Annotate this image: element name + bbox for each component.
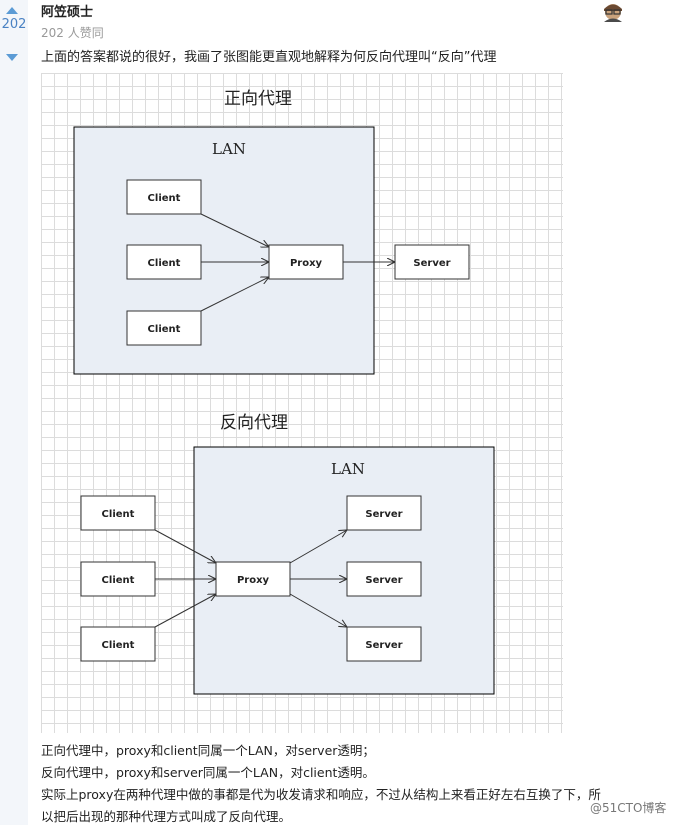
reverse-client-3: Client — [80, 626, 156, 662]
forward-server-box: Server — [394, 244, 470, 280]
forward-client-1-label: Client — [148, 193, 181, 204]
reverse-client-2: Client — [80, 561, 156, 597]
forward-arrow-client3-proxy — [200, 277, 269, 312]
reverse-client-3-label: Client — [102, 640, 135, 651]
reverse-proxy-box: Proxy — [215, 561, 291, 597]
author-name[interactable]: 阿笠硕士 — [41, 5, 94, 20]
forward-client-2: Client — [126, 244, 202, 280]
reverse-server-2-label: Server — [365, 575, 402, 586]
reverse-server-2: Server — [346, 561, 422, 597]
forward-server-label: Server — [413, 258, 450, 269]
vote-count: 202 — [1, 17, 27, 32]
reverse-server-3-label: Server — [365, 640, 402, 651]
reverse-client-1-label: Client — [102, 509, 135, 520]
forward-proxy-box: Proxy — [268, 244, 344, 280]
reverse-lan-label: LAN — [331, 460, 365, 478]
reverse-server-3: Server — [346, 626, 422, 662]
reverse-proxy-title: 反向代理 — [220, 413, 288, 433]
vote-column: 202 — [0, 0, 28, 825]
votes-label: 202 人赞同 — [41, 26, 104, 40]
intro-text: 上面的答案都说的很好，我画了张图能更直观地解释为何反向代理叫“反向”代理 — [41, 50, 497, 65]
forward-client-2-label: Client — [148, 258, 181, 269]
reverse-server-1-label: Server — [365, 509, 402, 520]
forward-lan-label: LAN — [212, 140, 246, 158]
proxy-diagram-svg: 正向代理 LAN Client Client Client Proxy Serv… — [73, 89, 495, 695]
reverse-arrow-proxy-server3 — [289, 593, 347, 627]
forward-proxy-label: Proxy — [290, 258, 323, 269]
downvote-arrow-icon[interactable] — [6, 54, 18, 61]
footer-line-3: 实际上proxy在两种代理中做的事都是代为收发请求和响应，不过从结构上来看正好左… — [41, 787, 601, 802]
footer-line-2: 反向代理中，proxy和server同属一个LAN，对client透明。 — [41, 765, 375, 780]
reverse-client-2-label: Client — [102, 575, 135, 586]
forward-client-3-label: Client — [148, 324, 181, 335]
reverse-proxy-label: Proxy — [237, 575, 270, 586]
reverse-arrow-client3-proxy — [154, 594, 216, 628]
footer-line-4: 以把后出现的那种代理方式叫成了反向代理。 — [41, 809, 292, 824]
reverse-arrow-proxy-server1 — [289, 530, 347, 564]
forward-client-3: Client — [126, 310, 202, 346]
proxy-diagram: 正向代理 LAN Client Client Client Proxy Serv… — [41, 73, 563, 733]
reverse-server-1: Server — [346, 495, 422, 531]
avatar[interactable] — [600, 0, 626, 22]
upvote-arrow-icon[interactable] — [6, 7, 18, 14]
forward-arrow-client1-proxy — [200, 213, 269, 247]
watermark: @51CTO博客 — [590, 801, 667, 815]
reverse-client-1: Client — [80, 495, 156, 531]
forward-proxy-title: 正向代理 — [224, 89, 292, 109]
reverse-arrow-client1-proxy — [154, 529, 216, 563]
footer-line-1: 正向代理中，proxy和client同属一个LAN，对server透明； — [41, 743, 375, 758]
forward-client-1: Client — [126, 179, 202, 215]
